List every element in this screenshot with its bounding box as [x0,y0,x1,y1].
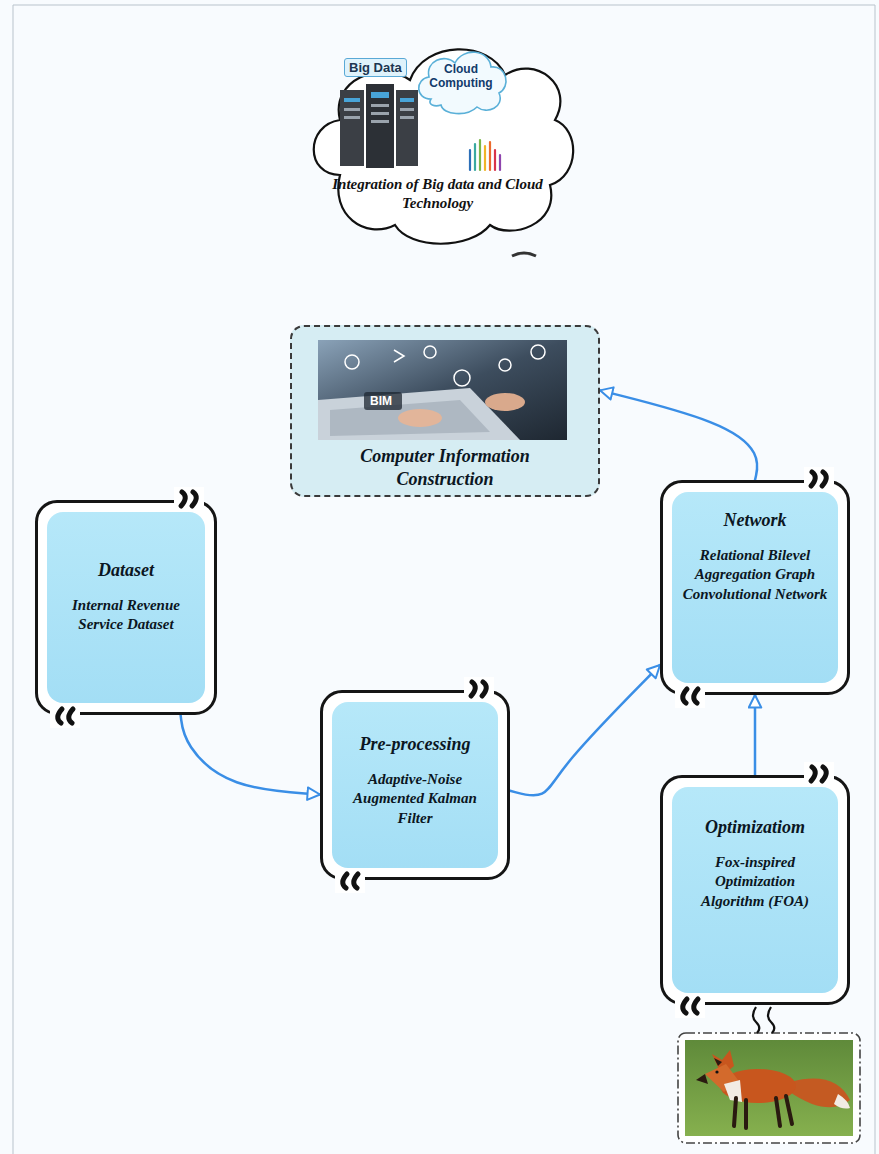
laptop-illustration [364,392,402,410]
process-box: Pre-processingAdaptive-Noise Augmented K… [320,690,510,880]
server-illustration [340,84,418,168]
server-illustration [400,98,414,102]
fox-picture [696,1074,708,1084]
chart-logo [479,140,481,170]
process-box: DatasetInternal Revenue Service Dataset [35,500,217,715]
fox-picture [734,1096,792,1128]
process-box: NetworkRelational Bilevel Aggregation Gr… [660,480,850,695]
laptop-illustration [318,388,520,440]
server-illustration [371,112,389,115]
fox-picture [834,1094,850,1109]
box-title: Pre-processing [342,734,488,756]
cloud-shape: Big DataIntegration of Big data and Clou… [300,25,575,247]
chart-logo [469,150,471,170]
quote-mark [50,706,80,728]
box-body: Internal Revenue Service Dataset [57,596,195,635]
server-illustration [344,116,360,119]
process-box: OptimizatiomFox-inspired Optimization Al… [660,775,850,1005]
box-fill: OptimizatiomFox-inspired Optimization Al… [672,787,838,993]
box-title: Computer Information Construction [329,445,561,490]
chart-logo [489,142,491,170]
quote-mark [675,686,705,708]
quote-mark [174,487,204,509]
server-illustration [400,116,414,119]
outline [314,49,573,243]
box-fill: Pre-processingAdaptive-Noise Augmented K… [332,702,498,868]
cloud-text: Cloud Computing [427,63,495,91]
quote-mark [464,677,494,699]
server-illustration [366,84,394,168]
flow-arrow [754,695,757,775]
flow-arrow [510,665,660,795]
page-frame [13,5,875,1154]
leader-line [753,1007,774,1033]
fox-picture [705,1064,738,1092]
chart-logo [470,140,500,170]
page-frame [13,5,875,1154]
box-fill: DatasetInternal Revenue Service Dataset [47,512,205,703]
box-body: Fox-inspired Optimization Algorithm (FOA… [682,853,828,912]
fox-picture [712,1050,734,1076]
server-illustration [340,90,364,166]
laptop-illustration [345,345,545,386]
fox-picture [715,1070,718,1073]
fox-picture [734,1098,736,1126]
chart-logo [484,146,486,170]
fox-picture [678,1033,860,1143]
server-illustration [344,108,360,111]
laptop-illustration [531,345,545,359]
server-illustration [396,90,418,166]
laptop-illustration [330,400,490,436]
cloud-outline [300,25,575,247]
box-body: Relational Bilevel Aggregation Graph Con… [682,546,828,605]
fox-picture [790,1079,850,1108]
fox-picture [720,1069,796,1103]
server-illustration [371,92,389,98]
quote-mark [804,467,834,489]
fox-picture [685,1040,853,1136]
laptop-illustration [345,355,359,369]
server-illustration [400,108,414,111]
box-title: Network [682,510,828,532]
tag-label: Big Data [344,58,407,77]
fox-picture [744,1100,748,1128]
fox-picture [724,1080,742,1102]
laptop-illustration [318,340,567,440]
laptop-illustration [424,346,436,358]
fox-picture [776,1098,780,1126]
outline [419,52,506,113]
cloud-caption: Integration of Big data and Cloud Techno… [322,175,553,213]
server-illustration [344,98,360,102]
chart-logo [494,150,496,170]
box-body: Adaptive-Noise Augmented Kalman Filter [342,770,488,829]
fox-picture [714,1058,722,1066]
quote-mark [675,996,705,1018]
cloud-tail [512,253,536,256]
flow-arrow [181,715,320,795]
quote-mark [804,762,834,784]
laptop-illustration [398,409,442,427]
leader-line [768,1007,774,1033]
laptop-illustration [394,350,404,362]
fox-picture [786,1096,792,1124]
laptop-illustration [499,359,511,371]
chart-logo [499,155,501,170]
quote-mark [50,467,834,1018]
server-illustration [371,120,389,123]
laptop-illustration [485,393,525,411]
laptop-illustration [454,370,470,386]
quote-mark [335,871,365,893]
box-fill: NetworkRelational Bilevel Aggregation Gr… [672,492,838,683]
leader-line [753,1007,759,1033]
server-illustration [371,104,389,107]
laptop-illustration [318,340,567,440]
box-title: Dataset [57,560,195,582]
image-text: BIM [370,394,392,408]
picture-box: Computer Information Construction [290,325,600,497]
chart-logo [474,144,476,170]
box-title: Optimizatiom [682,817,828,839]
fox-picture [678,1033,860,1143]
small-cloud: Cloud Computing [413,43,509,117]
flow-arrow [600,390,757,480]
